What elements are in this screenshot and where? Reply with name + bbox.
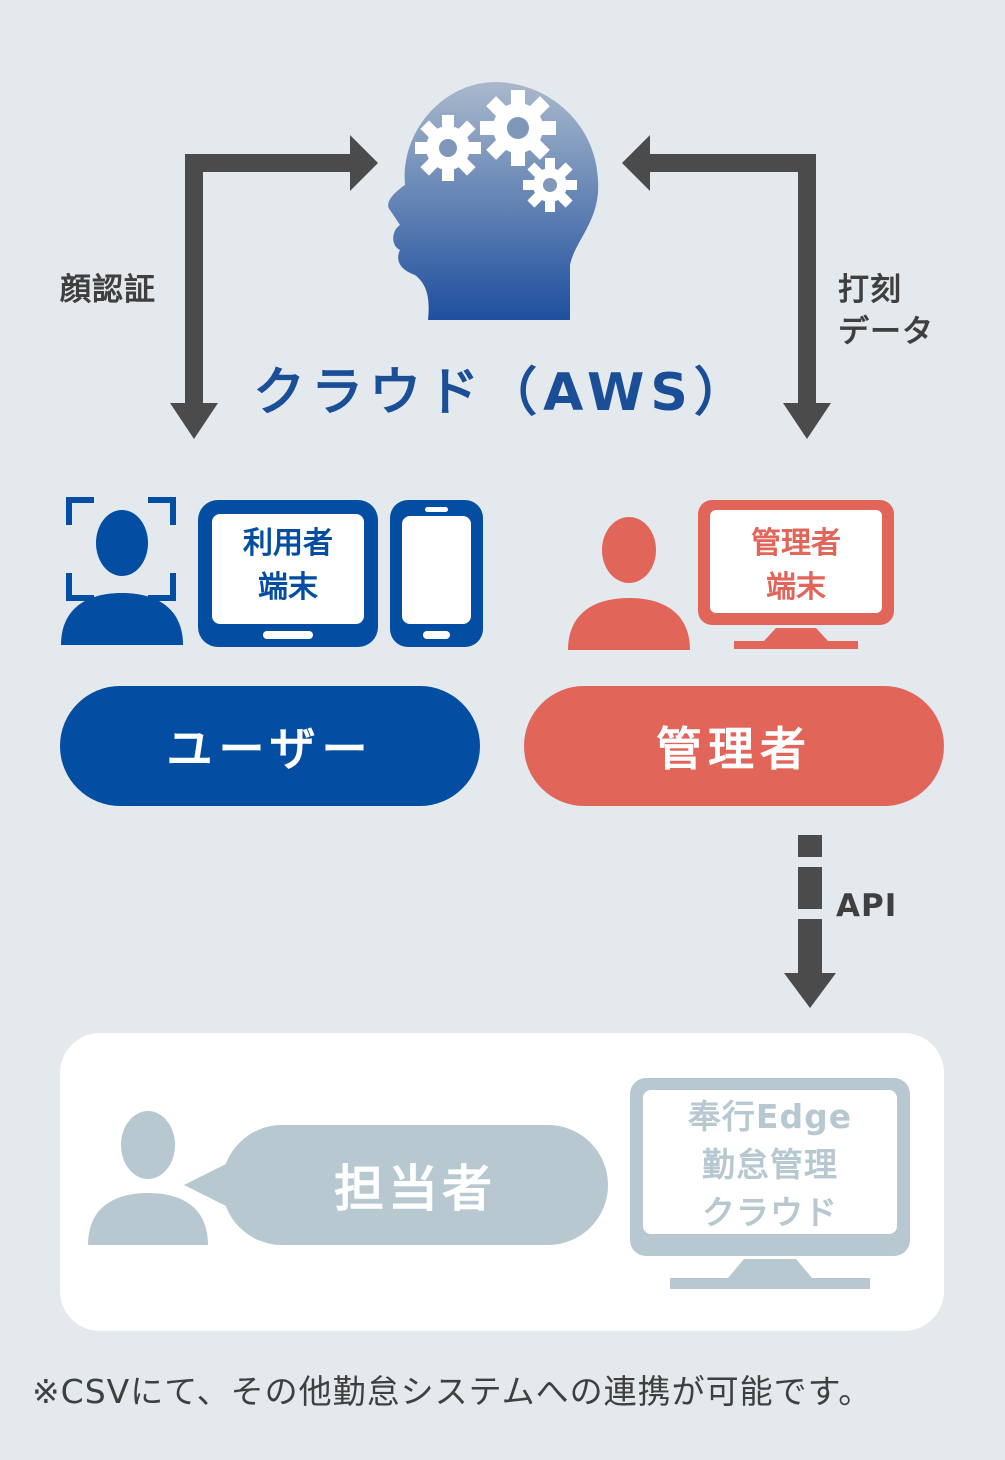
admin-terminal-label: 管理者 端末 [710,522,882,609]
admin-terminal-line2: 端末 [766,569,826,605]
bugyo-line2: 勤怠管理 [702,1144,838,1184]
staff-bubble: 担当者 [222,1125,608,1245]
user-tablet-icon [198,500,378,647]
user-pill: ユーザー [60,686,480,806]
bugyo-monitor-icon [630,1078,910,1289]
user-terminal-line2: 端末 [258,569,318,605]
admin-person-icon [568,517,690,650]
footnote: ※CSVにて、その他勤怠システムへの連携が可能です。 [32,1372,873,1411]
clock-data-label-line2: データ [838,314,934,350]
api-label: API [836,888,898,924]
api-arrow [784,835,836,1008]
bugyo-line3: クラウド [702,1192,838,1232]
cloud-title: クラウド（AWS） [253,363,752,423]
user-terminal-line1: 利用者 [243,526,333,561]
face-auth-arrow [170,135,378,439]
admin-monitor-icon [698,500,894,649]
bugyo-line1: 奉行Edge [687,1097,853,1136]
admin-pill: 管理者 [524,686,944,806]
ai-head-gears-icon [388,82,599,320]
clock-data-arrow [622,135,831,439]
user-face-scan-icon [61,497,183,645]
smartphone-icon [390,500,483,647]
admin-terminal-line1: 管理者 [751,526,841,561]
staff-person-icon [88,1111,208,1245]
speech-bubble-tail [184,1160,234,1210]
face-auth-label: 顔認証 [60,272,156,308]
user-terminal-label: 利用者 端末 [212,522,364,609]
clock-data-label-line1: 打刻 [838,272,902,308]
bugyo-system-label: 奉行Edge 勤怠管理 クラウド [643,1093,897,1237]
